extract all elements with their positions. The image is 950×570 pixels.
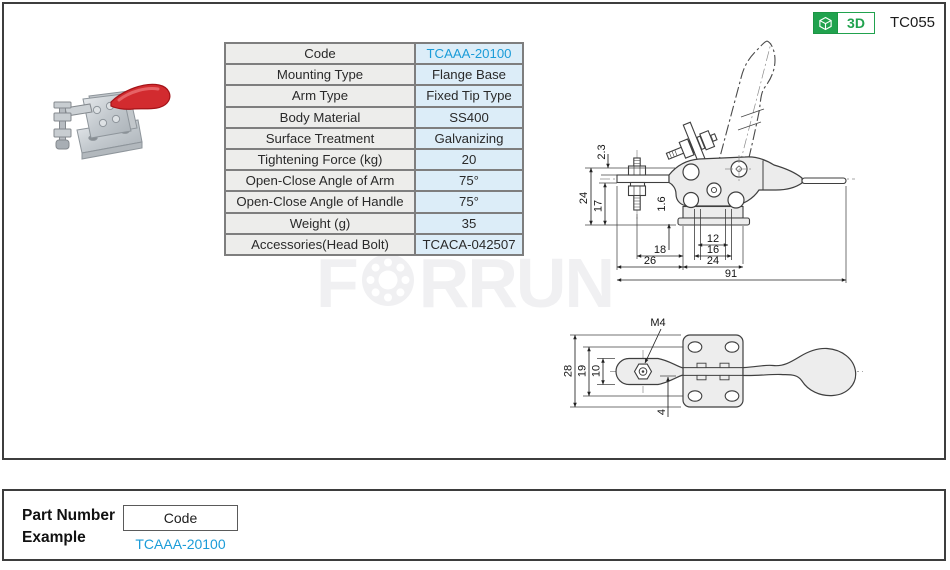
table-row: Arm Type Fixed Tip Type	[226, 86, 522, 108]
dimension-lines	[573, 334, 670, 417]
watermark-letter: F	[316, 244, 359, 322]
mounting-slot-lines	[694, 209, 732, 260]
clamp-spindle	[53, 101, 93, 150]
spec-label: Open-Close Angle of Arm	[226, 171, 416, 191]
dim-91: 91	[725, 268, 737, 280]
dim-1-6: 1.6	[656, 196, 668, 211]
watermark-letter: N	[564, 244, 615, 322]
table-row: Mounting Type Flange Base	[226, 65, 522, 87]
part-code-label: TC055	[890, 14, 936, 31]
extension-lines	[570, 334, 681, 408]
table-row: Body Material SS400	[226, 107, 522, 129]
handle-grip-closed	[801, 177, 847, 185]
mounting-slots	[687, 341, 740, 402]
code-box: Code	[123, 505, 238, 531]
table-row: Accessories(Head Bolt) TCACA-042507	[226, 234, 522, 254]
spec-value: TCACA-042507	[416, 234, 522, 254]
arm-closed	[616, 174, 670, 184]
bar-through-plate	[683, 362, 743, 381]
spec-table: Code TCAAA-20100 Mounting Type Flange Ba…	[224, 42, 524, 256]
part-number-example-title: Part Number Example	[22, 507, 116, 547]
spec-value: Galvanizing	[416, 128, 522, 148]
spec-value: 35	[416, 213, 522, 233]
watermark-letter: R	[467, 244, 518, 322]
spec-label: Arm Type	[226, 86, 416, 106]
bearing-o-icon	[359, 248, 417, 318]
dim-16: 16	[707, 244, 719, 256]
clamp-body-outline	[668, 156, 803, 207]
badge-3d[interactable]: 3D	[813, 12, 875, 34]
dim-4: 4	[656, 409, 668, 415]
dim-26: 26	[644, 255, 656, 267]
base-flange-lip	[677, 217, 751, 226]
spec-value: Flange Base	[416, 65, 522, 85]
dim-24h: 24	[707, 255, 719, 267]
forrun-watermark: F R R U N	[316, 244, 615, 322]
spec-label: Mounting Type	[226, 65, 416, 85]
table-row: Code TCAAA-20100	[226, 44, 522, 66]
spec-label: Body Material	[226, 107, 416, 127]
handle-open-phantom	[710, 40, 776, 193]
table-row: Open-Close Angle of Arm 75°	[226, 171, 522, 193]
badge-3d-label: 3D	[838, 12, 875, 34]
spec-label: Code	[226, 44, 416, 64]
extension-lines	[585, 167, 847, 283]
spec-label: Accessories(Head Bolt)	[226, 234, 416, 254]
spec-label: Surface Treatment	[226, 128, 416, 148]
watermark-letter: R	[418, 244, 470, 322]
spec-value: 75°	[416, 171, 522, 191]
spec-value: SS400	[416, 107, 522, 127]
dim-28: 28	[563, 365, 575, 377]
spec-label: Tightening Force (kg)	[226, 149, 416, 170]
spec-label: Weight (g)	[226, 213, 416, 233]
spec-value: Fixed Tip Type	[416, 86, 522, 106]
table-row: Weight (g) 35	[226, 213, 522, 235]
dim-12: 12	[707, 233, 719, 245]
spec-label: Open-Close Angle of Handle	[226, 192, 416, 212]
table-row: Tightening Force (kg) 20	[226, 149, 522, 172]
dim-18: 18	[654, 244, 666, 256]
table-row: Surface Treatment Galvanizing	[226, 128, 522, 150]
product-photo-toggle-clamp	[53, 83, 171, 160]
dim-2-3: 2.3	[596, 144, 608, 159]
dim-19: 19	[577, 365, 589, 377]
clamp-handle	[110, 83, 171, 110]
top-view-drawing: M4 28 19 10 4	[563, 317, 863, 417]
watermark-letter: U	[515, 244, 567, 322]
thread-label-m4: M4	[650, 317, 665, 329]
part-number-example-panel: Part Number Example Code TCAAA-20100	[2, 489, 946, 561]
table-row: Open-Close Angle of Handle 75°	[226, 192, 522, 214]
arm-hex-nut	[633, 363, 653, 380]
m4-leader-line	[644, 328, 662, 364]
code-value[interactable]: TCAAA-20100	[135, 536, 226, 552]
spindle-nuts	[627, 165, 647, 197]
spec-value: 75°	[416, 192, 522, 212]
dim-17: 17	[593, 200, 605, 212]
handle-break-lines	[737, 108, 765, 131]
spec-value: 20	[416, 149, 522, 170]
spec-value-code[interactable]: TCAAA-20100	[416, 44, 522, 64]
dim-10: 10	[591, 365, 603, 377]
cube-3d-icon	[813, 12, 838, 34]
dim-24v: 24	[578, 192, 590, 204]
side-view-drawing: 2.3 24 17 1.6 12 16 24 18 26 91	[578, 40, 855, 283]
dimension-lines	[589, 154, 847, 282]
handle-top-view	[742, 347, 857, 397]
